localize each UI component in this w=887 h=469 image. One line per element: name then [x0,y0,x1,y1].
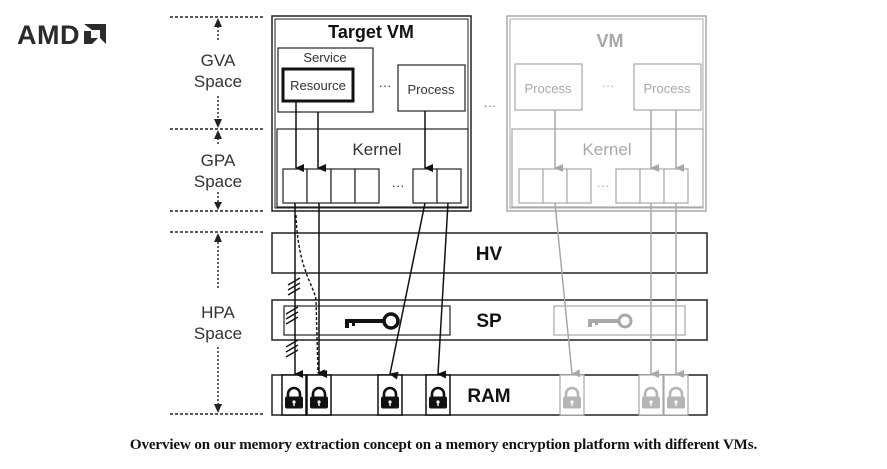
ram-page [559,374,585,416]
target-vm: Target VM Service Resource ··· Process K… [271,15,472,212]
amd-logo-text: AMD [17,20,80,50]
page-entry [639,168,665,204]
sp-label: SP [476,311,502,332]
vm-gpa-hpa-arrows [554,202,684,378]
hpa-label-1: HPA [201,303,235,322]
page-entry [306,168,332,204]
space-arrowheads [214,18,222,413]
hv-box[interactable] [271,232,708,274]
page-entry [354,168,380,204]
page-entry [566,168,592,204]
vm-title: VM [597,31,624,51]
blocked-hatch-marks [285,277,301,358]
ram-page [425,374,451,416]
target-vm-process-ellipsis: ··· [379,78,392,93]
ram-page [638,374,664,416]
page-entry [282,168,308,204]
mapping-arrow [437,202,449,379]
gpa-label-1: GPA [201,151,236,170]
ram-pages-vm [559,374,689,416]
target-page-ellipsis: ··· [392,178,405,193]
target-process-label: Process [408,82,455,97]
vm-kernel-label: Kernel [582,140,631,159]
service-label: Service [303,50,346,65]
vm-key-icon [588,313,633,329]
vm-gva-gpa-arrows [554,110,684,172]
target-gva-gpa-arrows [295,101,433,172]
hpa-label-2: Space [194,324,242,343]
amd-arrow-icon [84,24,106,44]
page-entry [330,168,356,204]
resource-label: Resource [290,78,346,93]
other-vm: VM Process ··· Process Kernel ··· [506,15,707,212]
ram-page [377,374,403,416]
target-kernel-label: Kernel [352,140,401,159]
between-vms-ellipsis: ··· [484,98,497,113]
vm-page-table [518,168,689,204]
vm-page-ellipsis: ··· [597,178,610,193]
gpa-label-2: Space [194,172,242,191]
lock-keyholes [292,400,678,406]
resource-box[interactable] [281,67,355,103]
target-gpa-hpa-arrows [294,202,449,380]
target-process-box[interactable] [397,64,466,112]
gva-label-2: Space [194,72,242,91]
target-page-table [282,168,462,204]
ram-label: RAM [467,386,510,407]
mapping-arrow [554,202,581,378]
page-entry [436,168,462,204]
vm-process-box-2[interactable] [633,63,702,111]
ram-page [663,374,689,416]
vm-process-label-1: Process [525,81,572,96]
ram-box[interactable] [271,374,708,416]
gva-label-1: GVA [201,51,236,70]
mapping-arrow [389,202,426,380]
space-separators [170,16,265,415]
page-entry [663,168,689,204]
ram-page [281,374,307,416]
vm-process-label-2: Process [644,81,691,96]
target-key-icon [345,312,400,330]
dashed-access-arrow [295,214,326,377]
ram-page [306,374,332,416]
vm-process-ellipsis: ··· [602,78,615,93]
vm-process-box-1[interactable] [514,63,583,111]
target-vm-title: Target VM [328,22,414,42]
hv-label: HV [476,244,503,265]
page-entry [615,168,641,204]
amd-logo: AMD [17,20,108,51]
figure-caption: Overview on our memory extraction concep… [129,437,758,453]
page-entry [542,168,568,204]
page-entry [518,168,544,204]
page-entry [412,168,438,204]
space-labels: GVA Space GPA Space HPA Space [194,51,242,343]
